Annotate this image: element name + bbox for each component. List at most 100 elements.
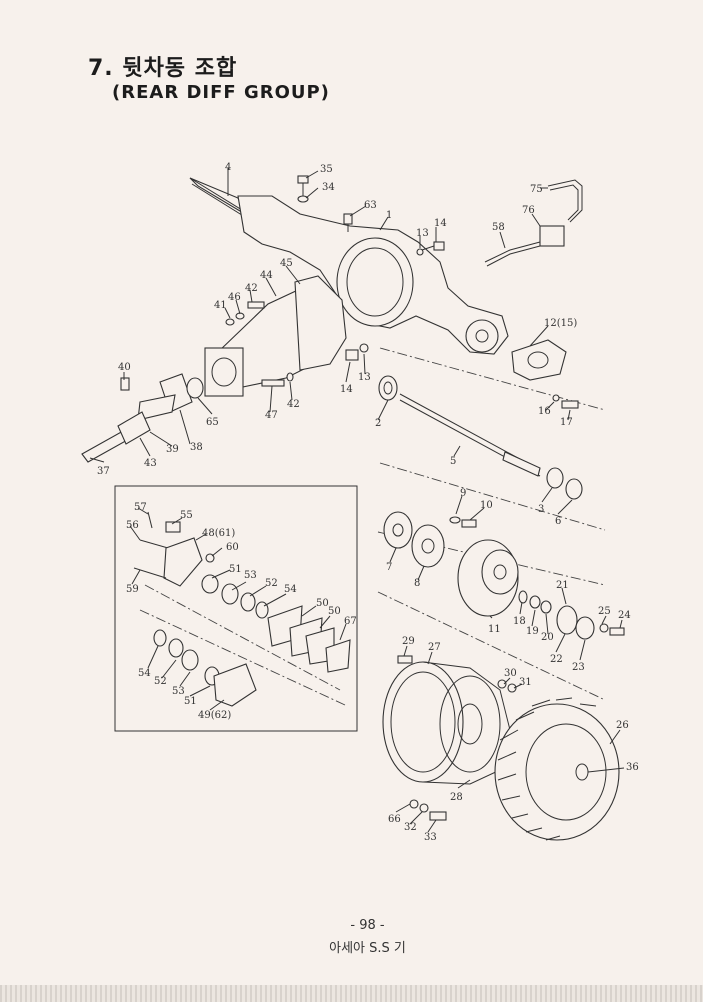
callout-42-top: 42 xyxy=(245,283,258,294)
callout-4: 4 xyxy=(225,162,231,173)
callout-44: 44 xyxy=(260,270,273,281)
callout-16: 16 xyxy=(538,406,551,417)
callout-35: 35 xyxy=(320,164,333,175)
hub-fasteners xyxy=(518,590,625,640)
joint-subassembly-frame xyxy=(114,485,358,732)
callout-8: 8 xyxy=(414,578,420,589)
callout-22: 22 xyxy=(550,654,563,665)
callout-49-62: 49(62) xyxy=(198,710,231,721)
callout-50-a: 50 xyxy=(316,598,329,609)
callout-41: 41 xyxy=(214,300,227,311)
page-footer-caption: 아세아 S.S 기 xyxy=(329,941,406,956)
callout-54-top: 54 xyxy=(284,584,297,595)
page-number: - 98 - xyxy=(350,918,385,933)
callout-47: 47 xyxy=(265,410,278,421)
bearing-2 xyxy=(378,375,398,401)
callout-65: 65 xyxy=(206,417,219,428)
wheel-hub-assembly xyxy=(383,511,519,617)
callout-33: 33 xyxy=(424,832,437,843)
callout-50-b: 50 xyxy=(328,606,341,617)
tractor-tire xyxy=(494,697,620,841)
callout-40: 40 xyxy=(118,362,131,373)
callout-24: 24 xyxy=(618,610,631,621)
callout-7: 7 xyxy=(386,562,392,573)
callout-30: 30 xyxy=(504,668,517,679)
callout-53-bottom: 53 xyxy=(172,686,185,697)
propeller-shaft-assembly xyxy=(81,373,204,463)
callout-60: 60 xyxy=(226,542,239,553)
callout-17: 17 xyxy=(560,417,573,428)
callout-75: 75 xyxy=(530,184,543,195)
callout-51-bottom: 51 xyxy=(184,696,197,707)
callout-14-top: 14 xyxy=(434,218,447,229)
callout-54-bottom: 54 xyxy=(138,668,151,679)
callout-6: 6 xyxy=(555,516,561,527)
callout-56: 56 xyxy=(126,520,139,531)
wheel-rim xyxy=(382,655,517,785)
callout-28: 28 xyxy=(450,792,463,803)
bolt-14-lower xyxy=(345,343,369,361)
callout-52-bottom: 52 xyxy=(154,676,167,687)
callout-1: 1 xyxy=(386,210,392,221)
callout-2: 2 xyxy=(375,418,381,429)
callout-46: 46 xyxy=(228,292,241,303)
callout-29: 29 xyxy=(402,636,415,647)
brake-caliper xyxy=(511,339,567,381)
callout-38: 38 xyxy=(190,442,203,453)
callout-20: 20 xyxy=(541,632,554,643)
callout-39: 39 xyxy=(166,444,179,455)
callout-21: 21 xyxy=(556,580,569,591)
callout-36: 36 xyxy=(626,762,639,773)
bolt-17 xyxy=(552,394,579,409)
seal-3-6 xyxy=(546,467,583,500)
callout-59: 59 xyxy=(126,584,139,595)
callout-57: 57 xyxy=(134,502,147,513)
callout-23: 23 xyxy=(572,662,585,673)
bolts-41-46-42 xyxy=(225,301,294,387)
callout-11: 11 xyxy=(488,624,501,635)
callout-43: 43 xyxy=(144,458,157,469)
callout-32: 32 xyxy=(404,822,417,833)
callout-12-15: 12(15) xyxy=(544,318,577,329)
callout-31: 31 xyxy=(519,677,532,688)
callout-27: 27 xyxy=(428,642,441,653)
callout-53-top: 53 xyxy=(244,570,257,581)
callout-67: 67 xyxy=(344,616,357,627)
callout-42-mid: 42 xyxy=(287,399,300,410)
callout-26: 26 xyxy=(616,720,629,731)
callout-25: 25 xyxy=(598,606,611,617)
callout-63: 63 xyxy=(364,200,377,211)
callout-52-top: 52 xyxy=(265,578,278,589)
callout-13-mid: 13 xyxy=(358,372,371,383)
callout-76: 76 xyxy=(522,205,535,216)
rear-axle-housing xyxy=(237,195,509,355)
callout-19: 19 xyxy=(526,626,539,637)
rim-bolts xyxy=(409,799,447,821)
callout-51-top: 51 xyxy=(229,564,242,575)
callout-66: 66 xyxy=(388,814,401,825)
callout-13-top: 13 xyxy=(416,228,429,239)
axle-shaft xyxy=(399,393,541,477)
callout-10: 10 xyxy=(480,500,493,511)
scan-edge xyxy=(0,985,703,1002)
callout-37: 37 xyxy=(97,466,110,477)
axle-cone-housing xyxy=(204,275,347,397)
bolt-35 xyxy=(297,175,309,203)
callout-34: 34 xyxy=(322,182,335,193)
callout-9: 9 xyxy=(460,488,466,499)
callout-3: 3 xyxy=(538,504,544,515)
page-title: 7. 뒷차동 조합 xyxy=(88,56,238,81)
callout-18: 18 xyxy=(513,616,526,627)
page-subtitle: (REAR DIFF GROUP) xyxy=(112,82,330,103)
breather-63 xyxy=(343,213,353,232)
callout-55: 55 xyxy=(180,510,193,521)
callout-5: 5 xyxy=(450,456,456,467)
callout-48-61: 48(61) xyxy=(202,528,235,539)
callout-58: 58 xyxy=(492,222,505,233)
callout-14-mid: 14 xyxy=(340,384,353,395)
bolt-14-upper xyxy=(416,241,445,256)
universal-joint-parts xyxy=(133,511,351,707)
callout-45: 45 xyxy=(280,258,293,269)
